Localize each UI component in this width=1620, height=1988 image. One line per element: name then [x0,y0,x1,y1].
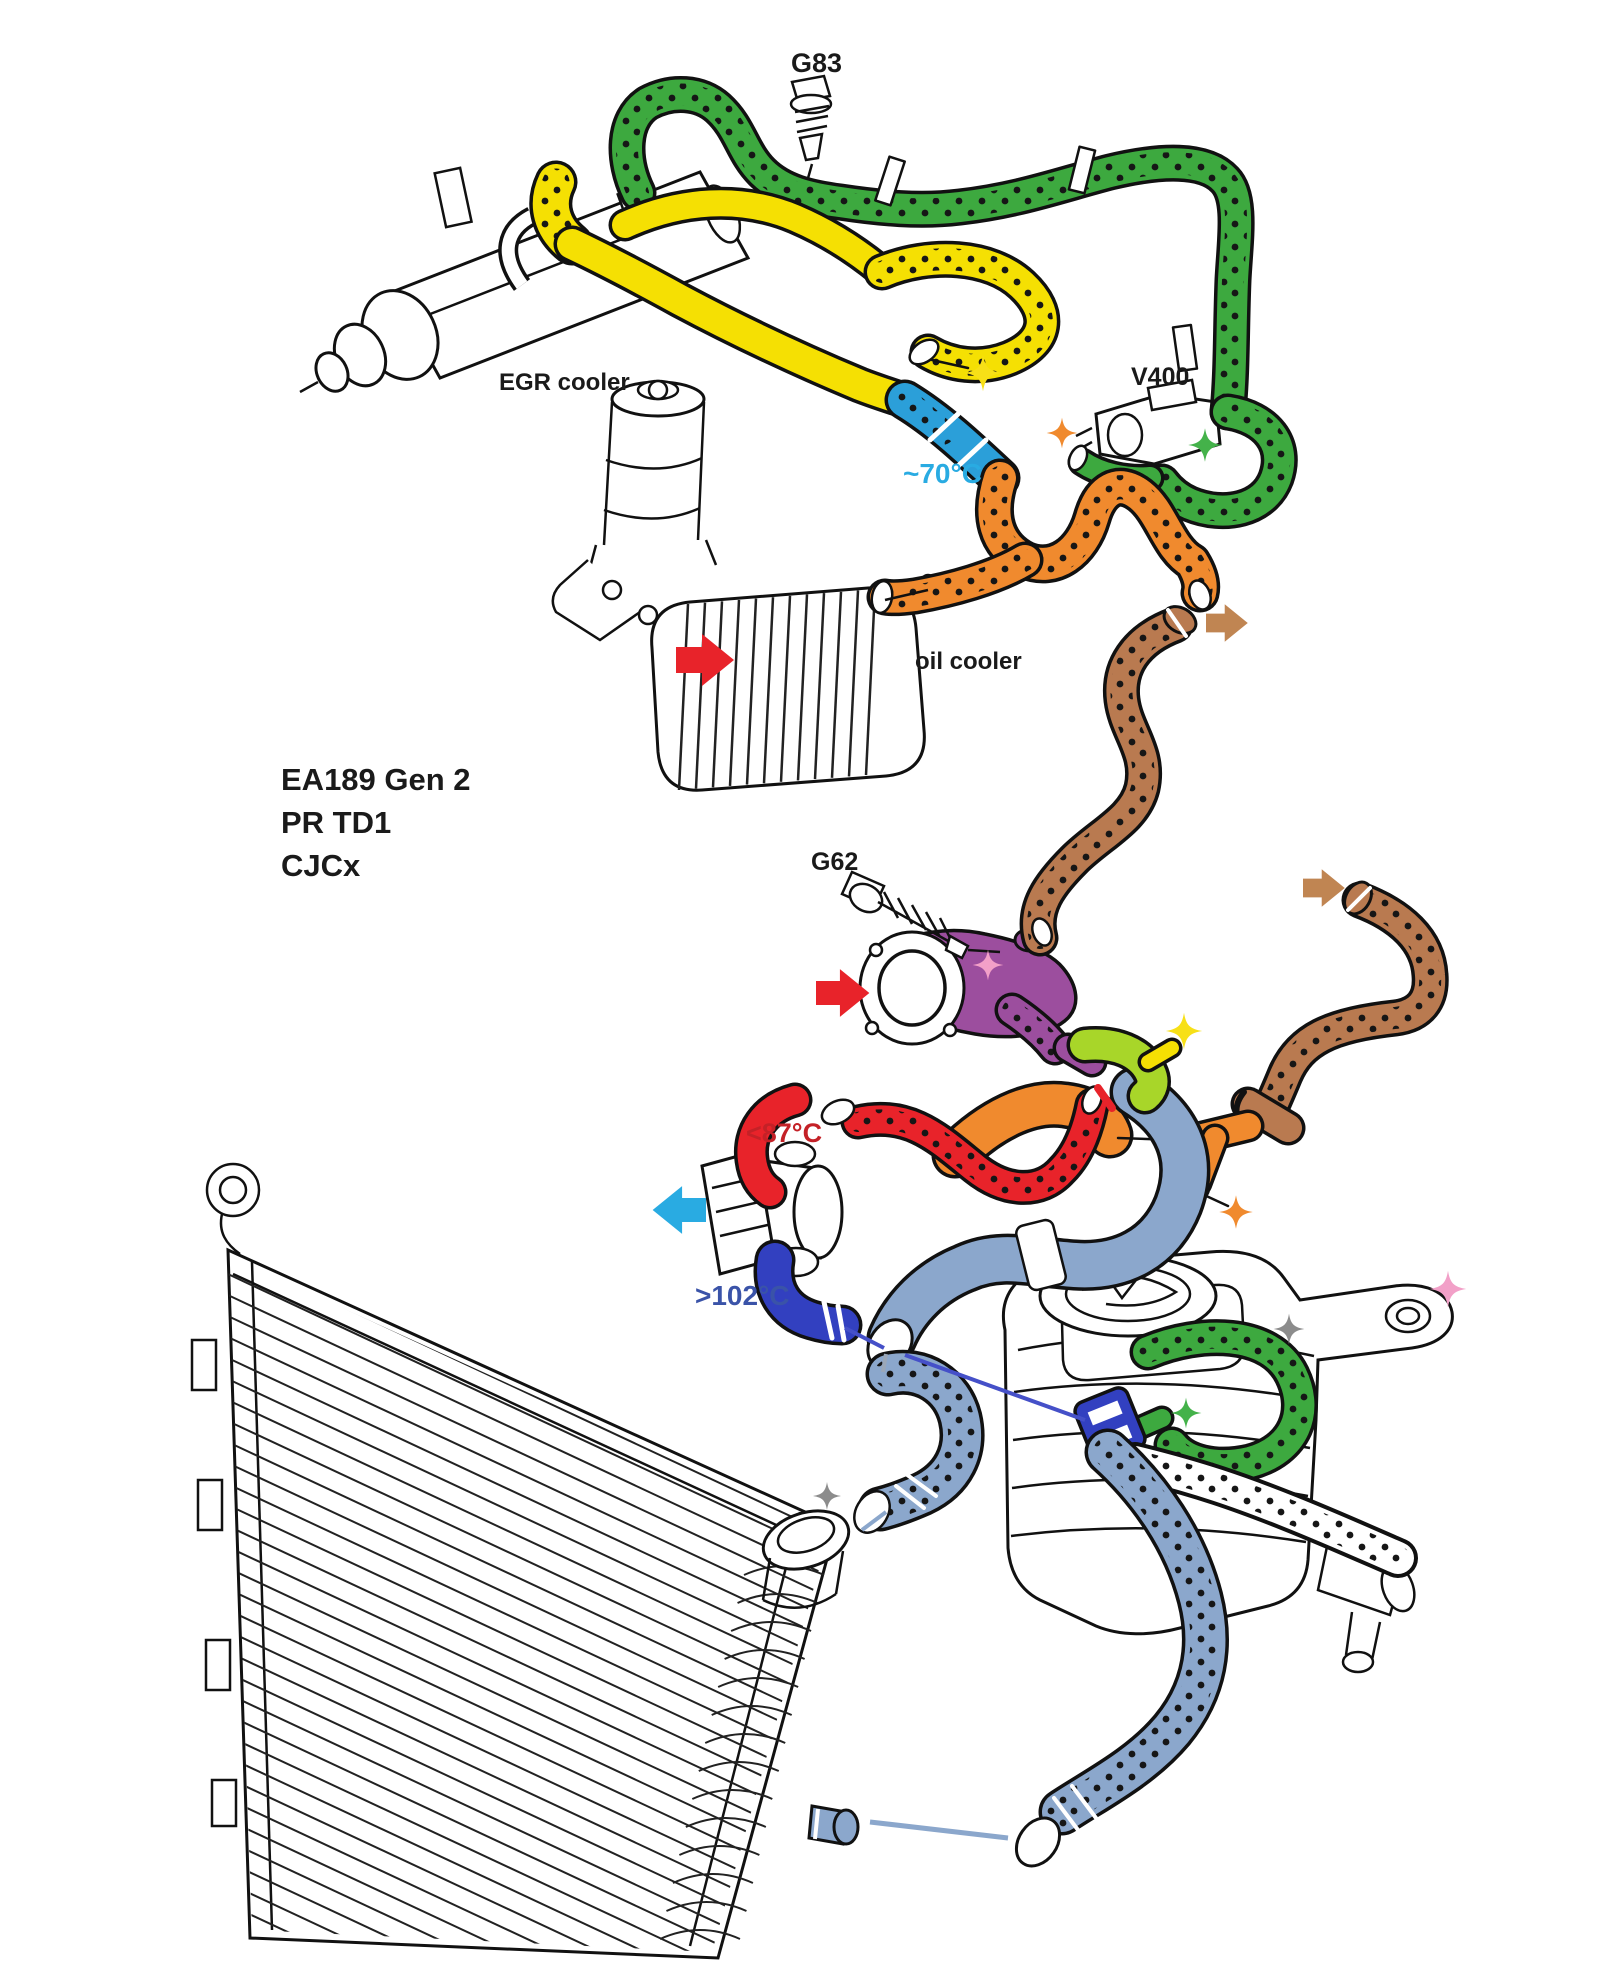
v400-pump [1075,378,1222,466]
label-g83: G83 [791,48,843,78]
brown-arrow-upper [1206,604,1248,642]
brown-hose-upper [1029,605,1198,948]
engine-title-line3: CJCx [281,848,361,883]
green-hose [627,94,1279,510]
hoses [551,94,1430,1868]
g83-sensor [789,74,833,197]
lime-connector [1085,1044,1172,1108]
orange-hose [869,478,1214,614]
steel-blue-lower-hose [1014,1452,1206,1868]
engine-title-line2: PR TD1 [281,805,392,840]
label-temp-70: ~70°C [903,458,982,489]
g62-sensor [840,870,1001,960]
brown-arrow-lower [1303,869,1345,907]
label-egr-cooler: EGR cooler [499,369,630,396]
radiator-bracket [205,1162,261,1256]
radiator-side-tank [659,1565,825,1940]
royal-blue-elbow [774,1260,844,1340]
sparkle-orange-icon [1046,417,1078,449]
leader-lines [844,588,1086,1841]
pump-outlet-arrow [652,1186,706,1234]
steel-blue-elbow [853,1372,962,1534]
radiator-bottom-outlet [807,1804,860,1846]
radiator-filler-neck [761,1509,851,1609]
sparkle-orange-icon [1219,1195,1253,1229]
oil-cooler-assembly [551,379,939,792]
radiator [190,1162,860,1960]
blue-coupler [905,400,1000,478]
engine-title-block: EA189 Gen 2 PR TD1 CJCx [281,758,471,887]
label-temp-87: <87°C [746,1118,823,1148]
engine-title-line1: EA189 Gen 2 [281,762,471,797]
sparkle-gray-icon [813,1482,841,1510]
label-g62: G62 [811,848,859,876]
label-temp-102: >102°C [695,1280,790,1311]
brown-hose-lower [1206,880,1430,1134]
label-oil-cooler: oil cooler [915,648,1022,675]
yellow-hose [551,182,1042,400]
label-v400: V400 [1131,363,1190,391]
